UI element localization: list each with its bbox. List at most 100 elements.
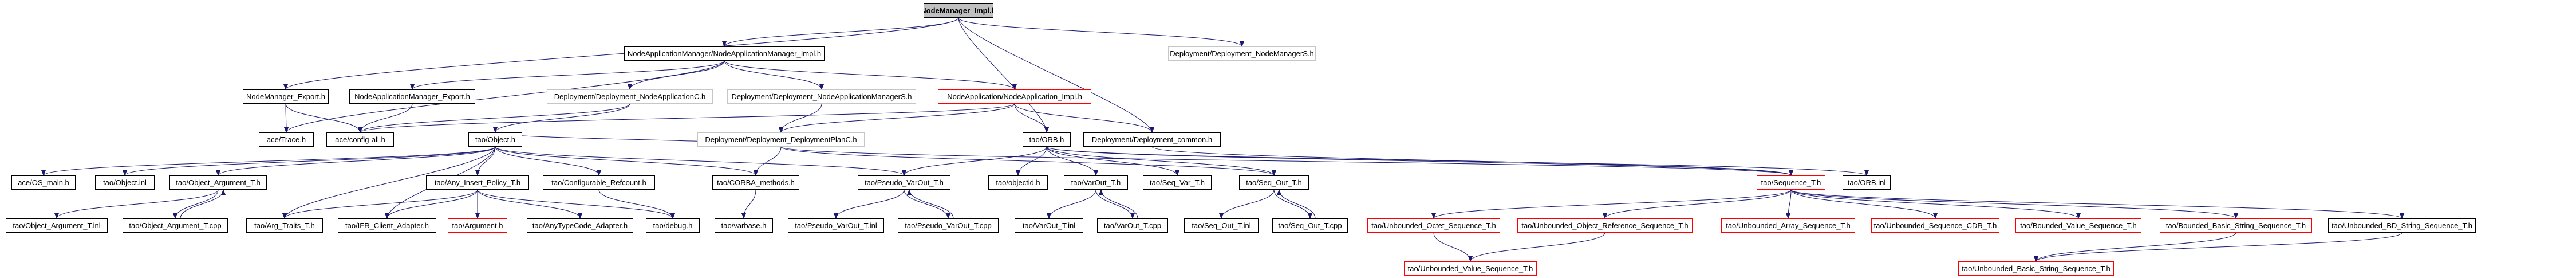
graph-edge [1790, 189, 1938, 219]
graph-node-anytypecode[interactable]: tao/AnyTypeCode_Adapter.h [527, 218, 633, 233]
graph-node-object[interactable]: tao/Object.h [468, 132, 522, 147]
graph-node-seq_out_inl[interactable]: tao/Seq_Out_T.inl [1184, 218, 1259, 233]
graph-edge [358, 103, 1015, 133]
graph-node-dep_nac: Deployment/Deployment_NodeApplicationC.h [547, 89, 713, 104]
graph-edge [598, 189, 675, 219]
graph-edge [904, 189, 950, 219]
graph-node-nam_impl[interactable]: NodeApplicationManager/NodeApplicationMa… [624, 46, 825, 61]
graph-edge [780, 146, 1793, 176]
graph-node-pseudo_varout_inl[interactable]: tao/Pseudo_VarOut_T.inl [788, 218, 884, 233]
graph-edge [1790, 189, 2404, 219]
graph-node-unb_bd[interactable]: tao/Unbounded_BD_String_Sequence_T.h [2328, 218, 2476, 233]
graph-edge [1014, 103, 1049, 133]
graph-edge [1046, 146, 1793, 176]
graph-edge [1219, 189, 1275, 219]
graph-node-nam_export[interactable]: NodeApplicationManager_Export.h [349, 89, 475, 104]
graph-edge [1014, 103, 1154, 133]
graph-node-dep_common[interactable]: Deployment/Deployment_common.h [1083, 132, 1221, 147]
graph-node-sequence_t[interactable]: tao/Sequence_T.h [1757, 175, 1825, 190]
graph-node-seq_out[interactable]: tao/Seq_Out_T.h [1239, 175, 1309, 190]
graph-edge [1095, 189, 1135, 219]
graph-node-varout[interactable]: tao/VarOut_T.h [1064, 175, 1128, 190]
graph-node-corba_methods[interactable]: tao/CORBA_methods.h [712, 175, 799, 190]
graph-node-seq_var[interactable]: tao/Seq_Var_T.h [1143, 175, 1212, 190]
graph-node-varout_cpp[interactable]: tao/VarOut_T.cpp [1097, 218, 1168, 233]
graph-node-object_inl[interactable]: tao/Object.inl [95, 175, 155, 190]
graph-node-config_ref[interactable]: tao/Configurable_Refcount.h [543, 175, 655, 190]
graph-edge [1603, 189, 1792, 219]
graph-edge [780, 146, 1276, 176]
graph-edge [495, 146, 758, 176]
graph-edge [779, 103, 822, 133]
graph-node-any_insert[interactable]: tao/Any_Insert_Policy_T.h [426, 175, 529, 190]
graph-node-nm_export[interactable]: NodeManager_Export.h [243, 89, 329, 104]
graph-node-unb_value[interactable]: tao/Unbounded_Value_Sequence_T.h [1404, 261, 1537, 276]
graph-edge [475, 146, 496, 176]
graph-node-arg_traits[interactable]: tao/Arg_Traits_T.h [246, 218, 323, 233]
graph-node-unb_array[interactable]: tao/Unbounded_Array_Sequence_T.h [1721, 218, 1855, 233]
graph-edge [1431, 189, 1792, 219]
graph-edge [2034, 232, 2403, 262]
graph-node-debug[interactable]: tao/debug.h [646, 218, 700, 233]
graph-node-bnd_basic[interactable]: tao/Bounded_Basic_String_Sequence_T.h [2160, 218, 2312, 233]
graph-node-unb_octet[interactable]: tao/Unbounded_Octet_Sequence_T.h [1367, 218, 1500, 233]
graph-edge [754, 146, 782, 176]
graph-edge [1790, 189, 2081, 219]
graph-edge [123, 146, 496, 176]
graph-node-unb_basic[interactable]: tao/Unbounded_Basic_String_Sequence_T.h [1958, 261, 2114, 276]
graph-edge [1046, 146, 1276, 176]
graph-node-na_impl[interactable]: NodeApplication/NodeApplication_Impl.h [938, 89, 1091, 104]
graph-edge [1047, 189, 1096, 219]
graph-edge [358, 103, 413, 133]
graph-node-nm_impl: NodeManager_Impl.h [924, 3, 993, 18]
graph-edge [779, 103, 1015, 133]
graph-node-seq_out_cpp[interactable]: tao/Seq_Out_T.cpp [1272, 218, 1348, 233]
graph-edge [1046, 146, 1869, 176]
graph-node-dep_plan: Deployment/Deployment_DeploymentPlanC.h [697, 132, 865, 147]
graph-node-pseudo_varout[interactable]: tao/Pseudo_VarOut_T.h [858, 175, 950, 190]
graph-node-orb[interactable]: tao/ORB.h [1023, 132, 1071, 147]
graph-node-bnd_value[interactable]: tao/Bounded_Value_Sequence_T.h [2015, 218, 2141, 233]
graph-node-obj_arg_t[interactable]: tao/Object_Argument_T.h [169, 175, 267, 190]
graph-node-varout_inl[interactable]: tao/VarOut_T.inl [1015, 218, 1083, 233]
graph-edge [493, 103, 630, 133]
graph-edge [410, 60, 725, 90]
graph-edge [724, 60, 824, 90]
graph-edge [2034, 232, 2236, 262]
graph-edge [495, 146, 906, 176]
graph-edge [958, 17, 1244, 47]
graph-edge [724, 60, 1017, 90]
graph-node-os_main[interactable]: ace/OS_main.h [11, 175, 76, 190]
graph-node-obj_arg_cpp[interactable]: tao/Object_Argument_T.cpp [123, 218, 228, 233]
graph-edge [282, 146, 496, 219]
graph-edge [1273, 189, 1312, 219]
graph-node-pseudo_varout_cpp[interactable]: tao/Pseudo_VarOut_T.cpp [898, 218, 999, 233]
graph-edge [41, 146, 496, 176]
graph-node-argument[interactable]: tao/Argument.h [448, 218, 507, 233]
graph-node-ifr_client[interactable]: tao/IFR_Client_Adapter.h [338, 218, 436, 233]
graph-edge [722, 17, 959, 47]
graph-edge [1433, 232, 1473, 262]
graph-node-dep_nms: Deployment/Deployment_NodeManagerS.h [1168, 46, 1316, 61]
graph-node-orb_inl[interactable]: tao/ORB.inl [1843, 175, 1891, 190]
graph-edge [282, 189, 478, 219]
graph-node-dep_nams: Deployment/Deployment_NodeApplicationMan… [727, 89, 916, 104]
graph-node-unb_cdr[interactable]: tao/Unbounded_Sequence_CDR_T.h [1871, 218, 1999, 233]
graph-node-config_all[interactable]: ace/config-all.h [326, 132, 394, 147]
graph-node-unb_objref[interactable]: tao/Unbounded_Object_Reference_Sequence_… [1517, 218, 1693, 233]
graph-edge [1786, 189, 1792, 219]
graph-edge [283, 17, 959, 90]
graph-node-ace_trace[interactable]: ace/Trace.h [259, 132, 314, 147]
graph-node-varbase[interactable]: tao/varbase.h [715, 218, 773, 233]
graph-edge [477, 189, 675, 219]
graph-edge [54, 189, 219, 219]
graph-node-obj_arg_inl[interactable]: tao/Object_Argument_T.inl [6, 218, 108, 233]
graph-edge [477, 189, 582, 219]
graph-edge [216, 146, 496, 176]
graph-edge [1099, 189, 1138, 219]
graph-edge [173, 189, 219, 219]
graph-node-objectid[interactable]: tao/objectid.h [988, 175, 1048, 190]
graph-edge [907, 189, 954, 219]
graph-edge [1151, 146, 1793, 176]
